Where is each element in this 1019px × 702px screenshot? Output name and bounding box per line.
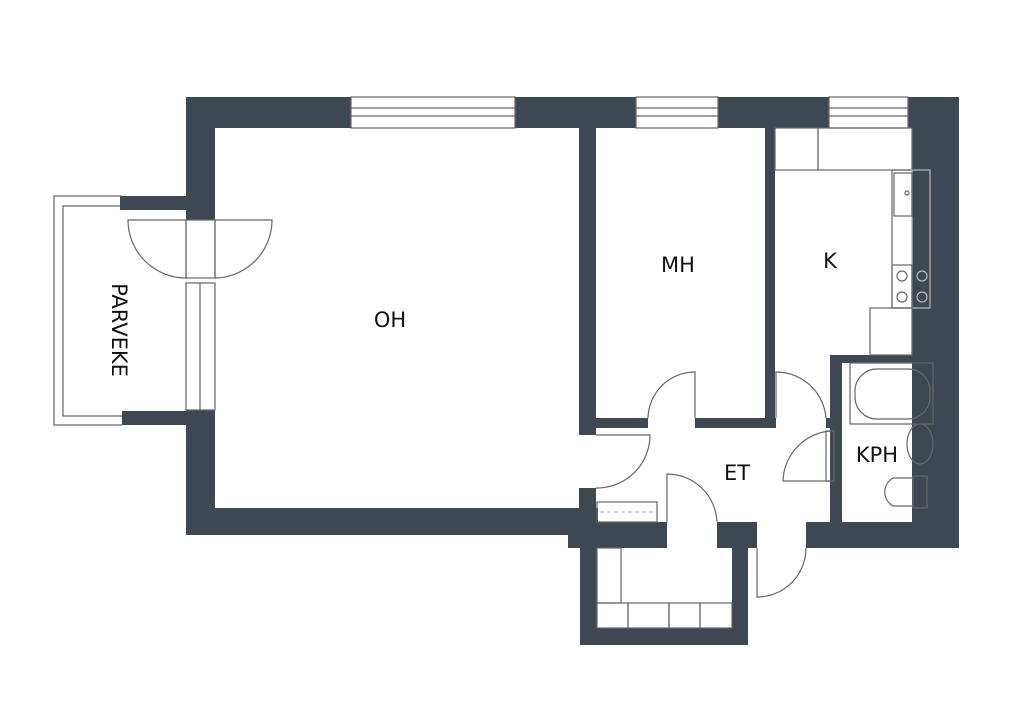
kitchen-fixtures [774,127,931,356]
washbasin-icon [906,423,934,465]
openings [186,97,908,548]
walls [120,97,959,645]
bathroom-fixtures [849,362,934,509]
doors [127,219,835,598]
bathroom-door-icon [782,430,831,482]
room-label-k: K [823,249,838,273]
hall-furniture [596,501,733,629]
entrance-door-icon [756,547,807,598]
storage-door-icon [666,473,718,523]
room-label-et: ET [724,461,750,485]
room-label-mh: MH [661,253,695,277]
room-label-parveke: PARVEKE [107,283,131,377]
bathtub-icon [854,368,931,420]
windows [185,96,909,411]
room-label-kph: KPH [856,443,898,467]
room-label-oh: OH [374,308,406,332]
kitchen-door-icon [775,371,827,419]
balcony [53,195,122,426]
balcony-door-icon [127,219,273,279]
bedroom-door-icon [647,371,696,419]
closet-door-icon [595,434,651,489]
toilet-icon [884,477,914,507]
sink-icon [893,172,913,217]
room-labels: OH MH K KPH ET PARVEKE [107,249,898,485]
